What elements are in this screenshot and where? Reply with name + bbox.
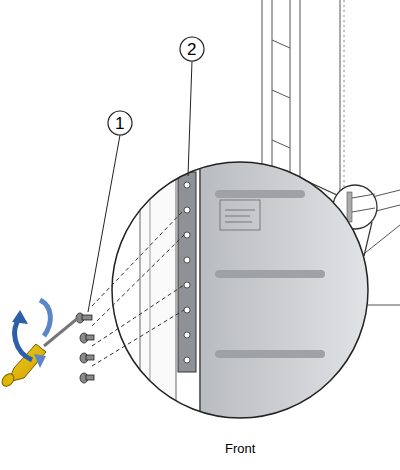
rotation-arrow (12, 300, 50, 368)
screwdriver (0, 318, 78, 389)
screw (76, 313, 94, 383)
bracket-mini (347, 192, 352, 222)
magnifier-line (364, 222, 372, 256)
callout-number: 1 (115, 115, 124, 132)
callout-number: 2 (187, 41, 196, 58)
bracket-holes (184, 182, 190, 363)
screw-path (92, 210, 184, 366)
callout (88, 37, 204, 312)
view-label: Front (225, 442, 255, 455)
